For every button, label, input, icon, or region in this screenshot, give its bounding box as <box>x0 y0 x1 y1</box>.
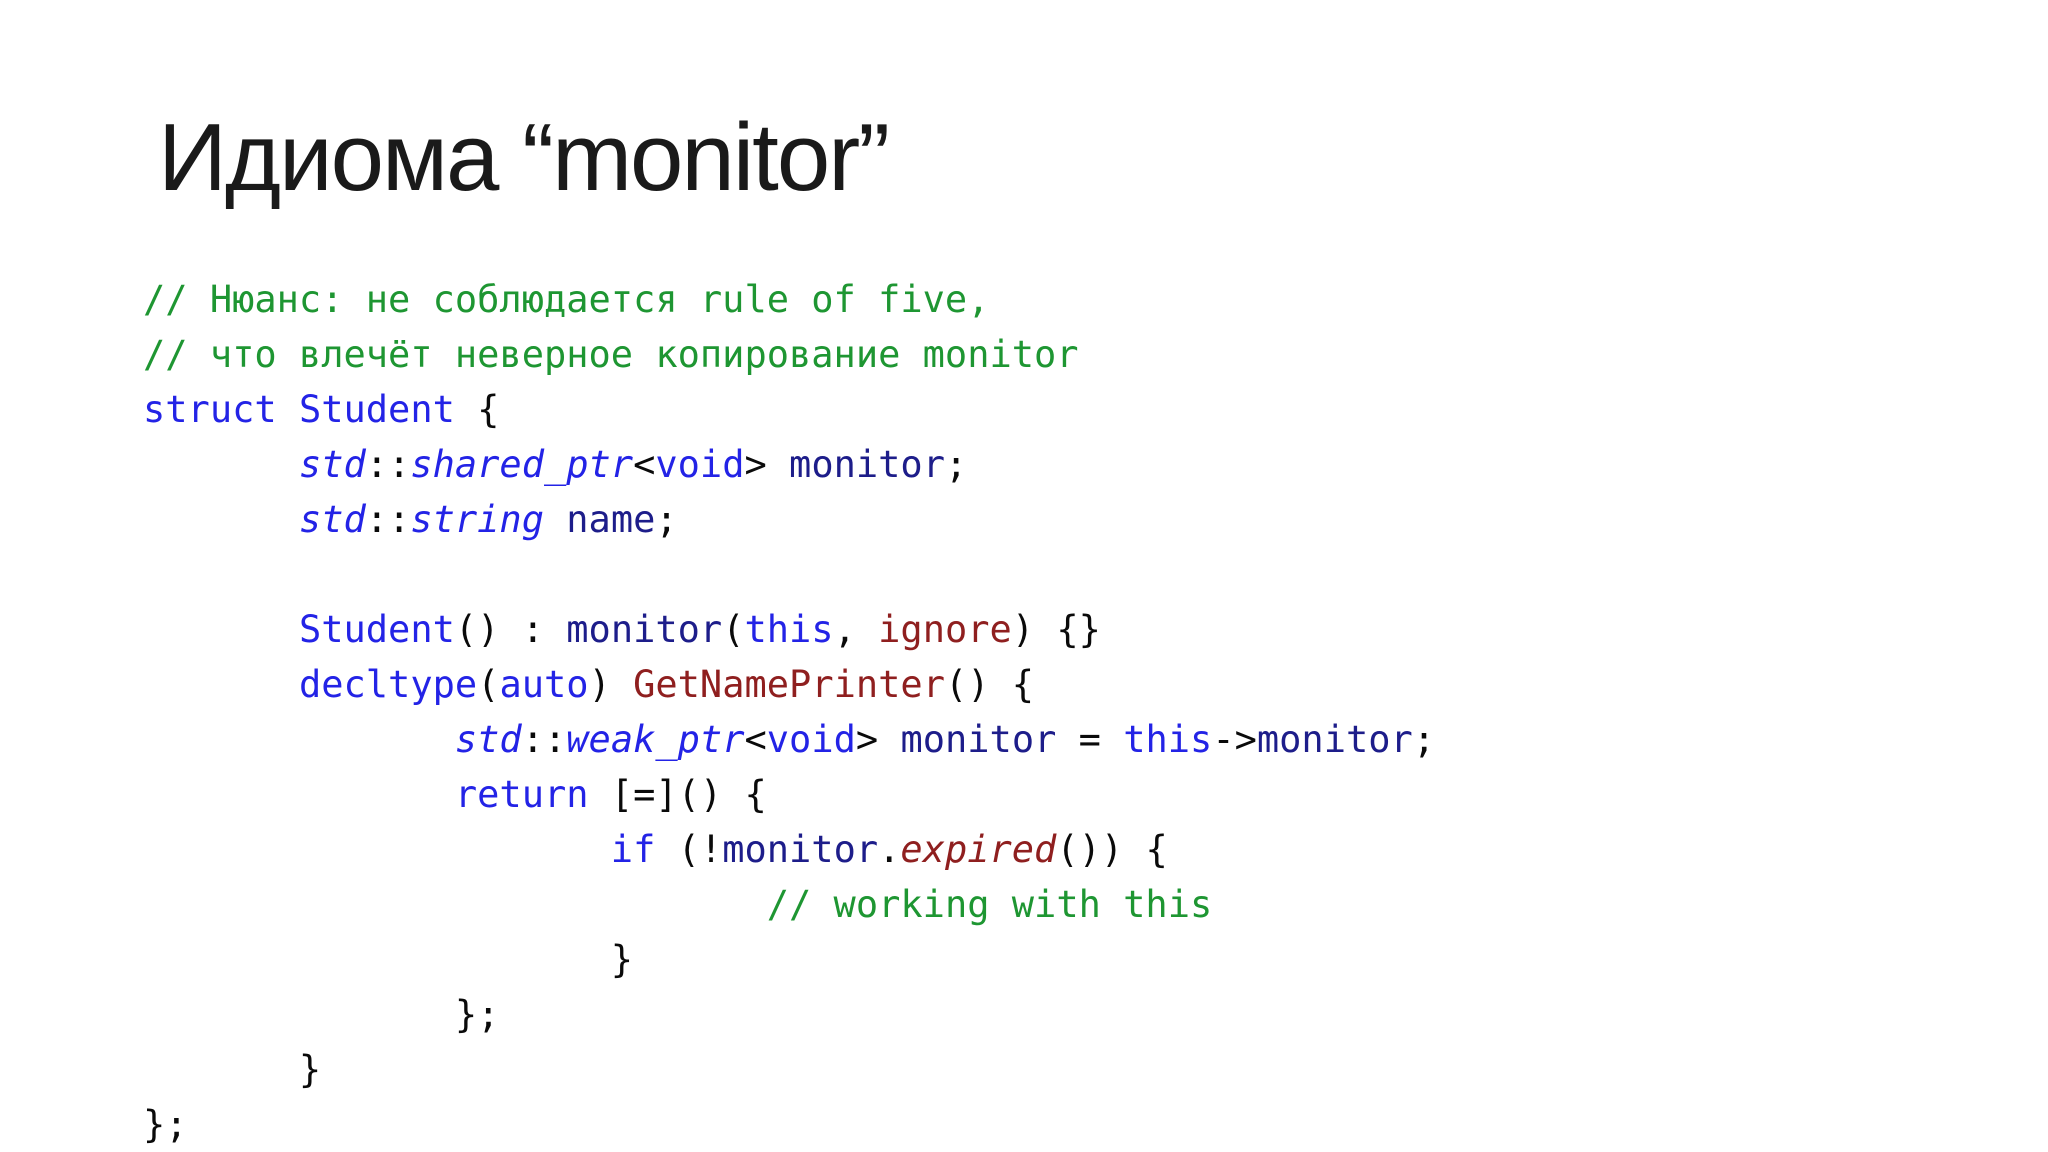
code-segment <box>143 773 455 816</box>
code-segment: ) {} <box>1011 608 1101 651</box>
code-segment: void <box>655 443 745 486</box>
code-segment: :: <box>521 718 567 761</box>
code-line: }; <box>143 987 1435 1042</box>
code-segment <box>544 498 566 541</box>
code-segment: std <box>298 443 366 486</box>
code-segment: // working with this <box>766 883 1213 926</box>
code-segment <box>143 443 299 486</box>
code-line: // working with this <box>143 877 1435 932</box>
code-segment: -> <box>1212 718 1257 761</box>
code-segment <box>143 828 611 871</box>
code-segment: return <box>454 773 589 816</box>
code-segment: [=]() { <box>588 773 767 816</box>
code-segment: void <box>766 718 856 761</box>
code-segment: decltype <box>298 663 478 706</box>
code-segment: ()) { <box>1056 828 1168 871</box>
code-segment: () : <box>454 608 567 651</box>
code-segment: }; <box>143 1103 188 1146</box>
code-segment: GetNamePrinter <box>633 663 945 706</box>
code-line: } <box>143 1042 1435 1097</box>
code-segment: this <box>744 608 834 651</box>
code-segment: } <box>143 1048 322 1091</box>
code-segment: struct <box>143 388 277 431</box>
code-segment: if <box>610 828 656 871</box>
code-segment: shared_ptr <box>410 443 634 486</box>
code-segment: monitor <box>722 828 879 871</box>
code-line: Student() : monitor(this, ignore) {} <box>143 602 1435 657</box>
code-segment: expired <box>900 828 1057 871</box>
code-segment: std <box>454 718 522 761</box>
code-segment: < <box>744 718 767 761</box>
code-block: // Нюанс: не соблюдается rule of five, //… <box>143 272 1435 1152</box>
code-segment <box>277 388 299 431</box>
slide-title: Идиома “monitor” <box>158 104 890 211</box>
code-segment: = <box>1056 718 1124 761</box>
code-segment <box>143 883 767 926</box>
code-segment: Student <box>298 388 455 431</box>
code-line: return [=]() { <box>143 767 1435 822</box>
code-segment <box>143 718 455 761</box>
code-line: }; <box>143 1097 1435 1152</box>
code-segment: , <box>833 608 879 651</box>
code-line: // что влечёт неверное копирование monit… <box>143 327 1435 382</box>
code-segment: monitor <box>789 443 945 486</box>
code-line: std::shared_ptr<void> monitor; <box>143 437 1435 492</box>
code-segment: monitor <box>1256 718 1413 761</box>
code-segment <box>143 608 299 651</box>
code-segment: . <box>878 828 901 871</box>
code-segment: :: <box>365 498 411 541</box>
code-segment: auto <box>499 663 589 706</box>
code-segment: }; <box>143 993 500 1036</box>
code-segment: Student <box>298 608 455 651</box>
code-line: decltype(auto) GetNamePrinter() { <box>143 657 1435 712</box>
code-segment: ignore <box>878 608 1012 651</box>
code-segment: } <box>143 938 634 981</box>
code-segment: > <box>744 443 790 486</box>
code-line: if (!monitor.expired()) { <box>143 822 1435 877</box>
code-line: // Нюанс: не соблюдается rule of five, <box>143 272 1435 327</box>
code-segment: monitor <box>900 718 1057 761</box>
code-line: std::weak_ptr<void> monitor = this->moni… <box>143 712 1435 767</box>
code-line: } <box>143 932 1435 987</box>
code-line: std::string name; <box>143 492 1435 547</box>
code-segment: < <box>633 443 656 486</box>
code-segment: ; <box>944 443 968 486</box>
code-line <box>143 547 1435 602</box>
code-line: struct Student { <box>143 382 1435 437</box>
code-segment: ) <box>588 663 634 706</box>
code-segment <box>143 663 299 706</box>
code-segment: ; <box>655 498 678 541</box>
code-segment: // Нюанс: не соблюдается rule of five, <box>143 278 990 321</box>
code-segment: name <box>566 498 656 541</box>
code-segment: // что влечёт неверное копирование monit… <box>143 333 1079 376</box>
code-segment <box>143 498 299 541</box>
code-segment: :: <box>365 443 411 486</box>
code-segment: weak_ptr <box>566 718 745 761</box>
code-segment: () { <box>944 663 1035 706</box>
code-segment: ; <box>1412 718 1436 761</box>
code-segment: monitor <box>566 608 723 651</box>
code-segment: > <box>855 718 901 761</box>
code-segment: (! <box>655 828 723 871</box>
code-segment: string <box>410 498 544 541</box>
code-segment: ( <box>477 663 500 706</box>
code-segment: { <box>454 388 500 431</box>
code-segment: this <box>1123 718 1213 761</box>
code-segment: std <box>298 498 366 541</box>
code-segment: ( <box>722 608 745 651</box>
